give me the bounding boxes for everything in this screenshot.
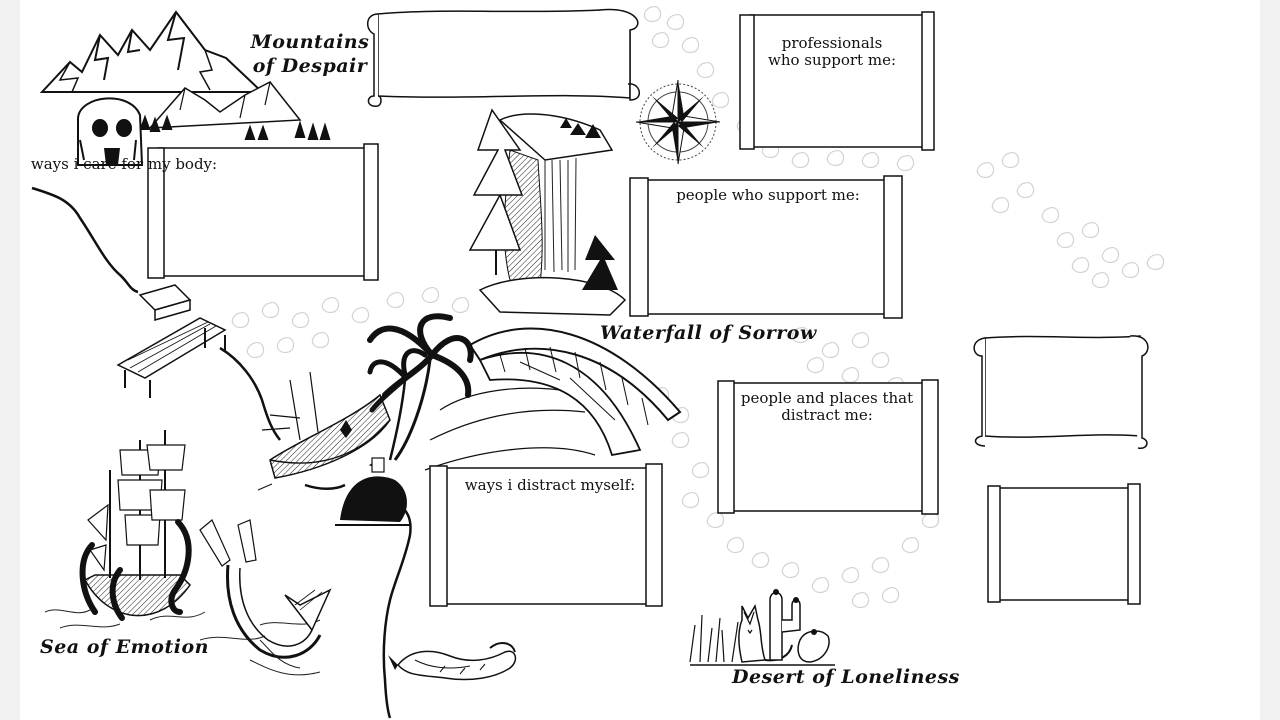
sea-waves <box>44 609 321 641</box>
distract-self-label: ways i distract myself: <box>464 476 636 494</box>
distract-people-label-line1: people and places that <box>740 389 914 407</box>
kraken-icon <box>79 519 192 621</box>
waterfall-icon <box>468 108 627 316</box>
mermaid-icon <box>199 519 332 676</box>
body-care-label: ways i care for my body: <box>30 155 218 173</box>
shipwreck-icon <box>257 371 391 491</box>
scroll-body-care <box>147 143 379 281</box>
dock-icon <box>116 284 227 398</box>
map-artwork <box>31 6 1165 719</box>
mountain-icon <box>39 10 331 141</box>
scroll-distract-self <box>429 463 663 607</box>
distract-people-heading: people and places that distract me: <box>732 390 922 424</box>
distract-self-heading: ways i distract myself: <box>440 477 660 494</box>
mountains-label-line2: of Despair <box>252 55 368 77</box>
mountains-label-line1: Mountains <box>250 31 370 53</box>
people-support-label: people who support me: <box>676 186 860 204</box>
desert-of-loneliness-label: Desert of Loneliness <box>732 666 960 688</box>
sea-serpent-icon <box>388 642 517 681</box>
coping-map-worksheet: ways i care for my body: professionals w… <box>20 0 1260 720</box>
palm-tree-icon <box>367 313 474 461</box>
scroll-right-blank-2 <box>987 483 1141 605</box>
scroll-top-blank <box>367 8 640 107</box>
body-care-heading: ways i care for my body: <box>16 156 232 173</box>
island-tree-icon <box>335 457 410 526</box>
scroll-right-blank-1 <box>973 335 1149 449</box>
mountains-of-despair-label: Mountains of Despair <box>250 30 370 78</box>
desert-grass <box>689 614 739 663</box>
professionals-heading: professionals who support me: <box>752 35 912 69</box>
scroll-people-support <box>629 175 903 319</box>
stone-path-right <box>976 152 1165 289</box>
scroll-professionals <box>739 11 935 151</box>
distract-people-label-line2: distract me: <box>781 406 873 424</box>
professionals-label-line2: who support me: <box>767 51 896 69</box>
people-support-heading: people who support me: <box>648 187 888 204</box>
bridge-icon <box>424 327 682 471</box>
cactus-icon <box>690 589 835 666</box>
sea-of-emotion-label: Sea of Emotion <box>40 636 209 658</box>
waterfall-of-sorrow-label: Waterfall of Sorrow <box>600 322 817 344</box>
skull-cave-icon <box>77 97 144 166</box>
professionals-label-line1: professionals <box>781 34 883 52</box>
scroll-distract-people <box>717 379 939 515</box>
fox-icon <box>738 603 793 663</box>
compass-rose-icon <box>635 79 721 165</box>
